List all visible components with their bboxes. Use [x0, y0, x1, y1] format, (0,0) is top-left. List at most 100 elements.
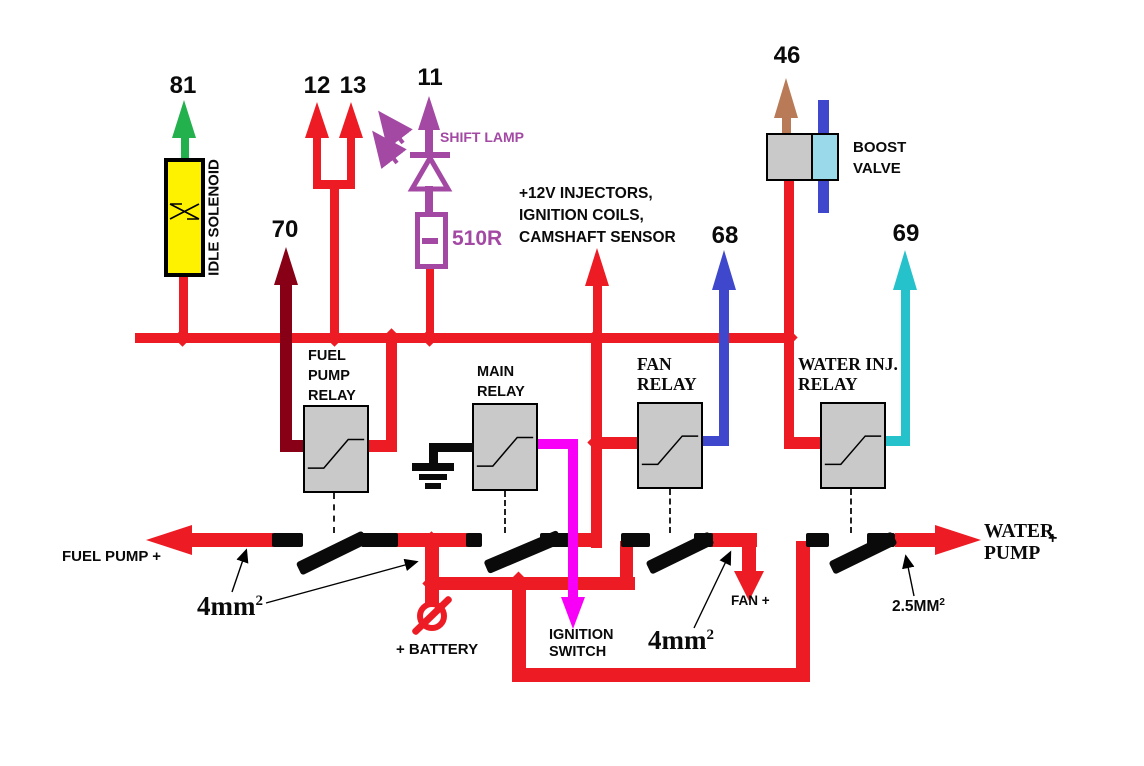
fuel-pump-relay-body: [303, 405, 369, 493]
fuel-pump-output-arrow: [146, 525, 192, 555]
battery-drop-wire: [425, 541, 439, 605]
boost-valve-wire: [784, 178, 794, 338]
bottom-bus-wire: [512, 668, 810, 682]
fuel-relay-link: [333, 493, 335, 533]
terminal-12-arrow: [305, 102, 329, 138]
terminal-68-label: 68: [711, 222, 739, 249]
relay-switch-icon: [641, 435, 699, 466]
terminal-70-label: 70: [271, 216, 299, 243]
fan-relay-label: FAN RELAY: [637, 354, 697, 394]
fan-relay-line1: FAN: [637, 354, 672, 374]
idle-solenoid-body: [164, 158, 205, 277]
main-contact-blade: [483, 529, 563, 575]
terminal-81-label: 81: [169, 72, 197, 99]
junction-dot: [506, 571, 531, 596]
fuel-pump-relay-line3: RELAY: [308, 388, 356, 404]
idle-solenoid-green-wire: [181, 134, 189, 160]
shift-lamp-label: SHIFT LAMP: [440, 129, 524, 145]
pin70-wire-v: [280, 283, 292, 444]
ignition-switch-wire-h: [537, 439, 578, 449]
idle-solenoid-wire: [179, 273, 188, 337]
main-contact-jog-wire: [578, 533, 602, 547]
gauge-4mm-label-1: 4mm2: [197, 591, 263, 622]
terminal-13-arrow: [339, 102, 363, 138]
fuel-relay-coil-wire-v: [386, 338, 397, 445]
gauge-2.5mm-label: 2.5MM2: [892, 597, 945, 616]
water-pump-output-wire: [895, 533, 938, 547]
fuel-pump-relay-label: FUEL PUMP RELAY: [308, 346, 356, 406]
terminal-11-arrow: [418, 96, 440, 130]
fuel-contact-blade: [295, 530, 369, 576]
shift-lamp-wire-mid: [425, 186, 433, 214]
terminal-68-arrow: [712, 250, 736, 290]
pin68-wire-h: [702, 436, 729, 446]
fuel-pump-output-wire: [190, 533, 273, 547]
fan-contact-cap-left: [621, 533, 650, 547]
boost-valve-body-gray: [766, 133, 813, 181]
ground-icon: [412, 463, 454, 471]
main-relay-line1: MAIN: [477, 364, 515, 380]
pin13-stem: [347, 136, 355, 188]
terminal-11-label: 11: [417, 64, 443, 91]
junction-dot: [779, 328, 798, 347]
gauge-4mm-sup: 2: [706, 627, 714, 643]
pin1213-down: [330, 184, 339, 338]
fan-output-label: FAN +: [731, 593, 770, 608]
ignition-switch-arrow: [561, 597, 585, 629]
boost-valve-line2: VALVE: [853, 160, 901, 177]
bottom-bus-right-wire: [796, 541, 810, 682]
relay-switch-icon: [476, 436, 534, 467]
water-inj-relay-line2: RELAY: [798, 374, 858, 394]
terminal-13-label: 13: [339, 72, 367, 99]
water-inj-relay-line1: WATER INJ.: [798, 354, 898, 374]
junction-dot: [325, 328, 344, 347]
water-pump-label: WATER PUMP: [984, 521, 1054, 565]
fan-contact-feed-wire: [620, 541, 633, 584]
ignition-switch-wire-v: [568, 439, 578, 599]
terminal-69-label: 69: [892, 220, 920, 247]
gauge-4mm-text: 4mm: [648, 625, 707, 655]
water-relay-coil-wire-v: [784, 338, 794, 449]
pin70-wire-h: [280, 440, 304, 452]
fuel-relay-coil-wire-h: [368, 440, 397, 452]
main-relay-body: [472, 403, 538, 491]
junction-dot: [173, 328, 192, 347]
shift-lamp-wire-red: [426, 266, 434, 338]
ground-wire-v: [429, 443, 438, 468]
battery-label: + BATTERY: [396, 641, 479, 658]
water-relay-coil-wire-h: [784, 437, 820, 449]
idle-solenoid-label: IDLE SOLENOID: [205, 159, 223, 276]
pin69-wire-h: [885, 436, 910, 446]
water-inj-relay-body: [820, 402, 886, 489]
fan-relay-body: [637, 402, 703, 489]
injector-feed-label: +12V INJECTORS, IGNITION COILS, CAMSHAFT…: [519, 183, 676, 249]
injector-feed-line2: IGNITION COILS,: [519, 207, 644, 224]
relay-switch-icon: [307, 438, 365, 469]
junction-dot: [420, 328, 439, 347]
gauge-4mm-label-2: 4mm2: [648, 625, 714, 656]
terminal-70-arrow: [274, 247, 298, 285]
pin46-stem: [782, 116, 791, 136]
fuel-contact-cap-right: [361, 533, 398, 547]
ignition-switch-line1: IGNITION: [549, 627, 614, 643]
ignition-switch-label: IGNITION SWITCH: [549, 627, 613, 661]
terminal-46-arrow: [774, 78, 798, 118]
ground-icon: [425, 483, 441, 489]
water-relay-link: [850, 489, 852, 533]
fuel-pump-relay-line1: FUEL: [308, 348, 346, 364]
gauge-2.5mm-text: 2.5MM: [892, 598, 940, 616]
shift-lamp-led-icon: [372, 110, 453, 192]
injector-feed-stem: [593, 284, 602, 338]
relay-switch-icon: [824, 435, 882, 466]
fan-output-arrow: [734, 571, 764, 601]
resistor-value-label: 510R: [452, 227, 503, 250]
water-pump-line1: WATER: [984, 521, 1055, 542]
fan-relay-line2: RELAY: [637, 374, 697, 394]
main-bus-wire: [135, 333, 794, 343]
water-inj-relay-label: WATER INJ. RELAY: [798, 354, 898, 394]
ground-wire-h: [432, 443, 474, 452]
main-relay-link: [504, 491, 506, 533]
gauge-2.5mm-sup: 2: [939, 597, 945, 608]
terminal-12-label: 12: [303, 72, 331, 99]
